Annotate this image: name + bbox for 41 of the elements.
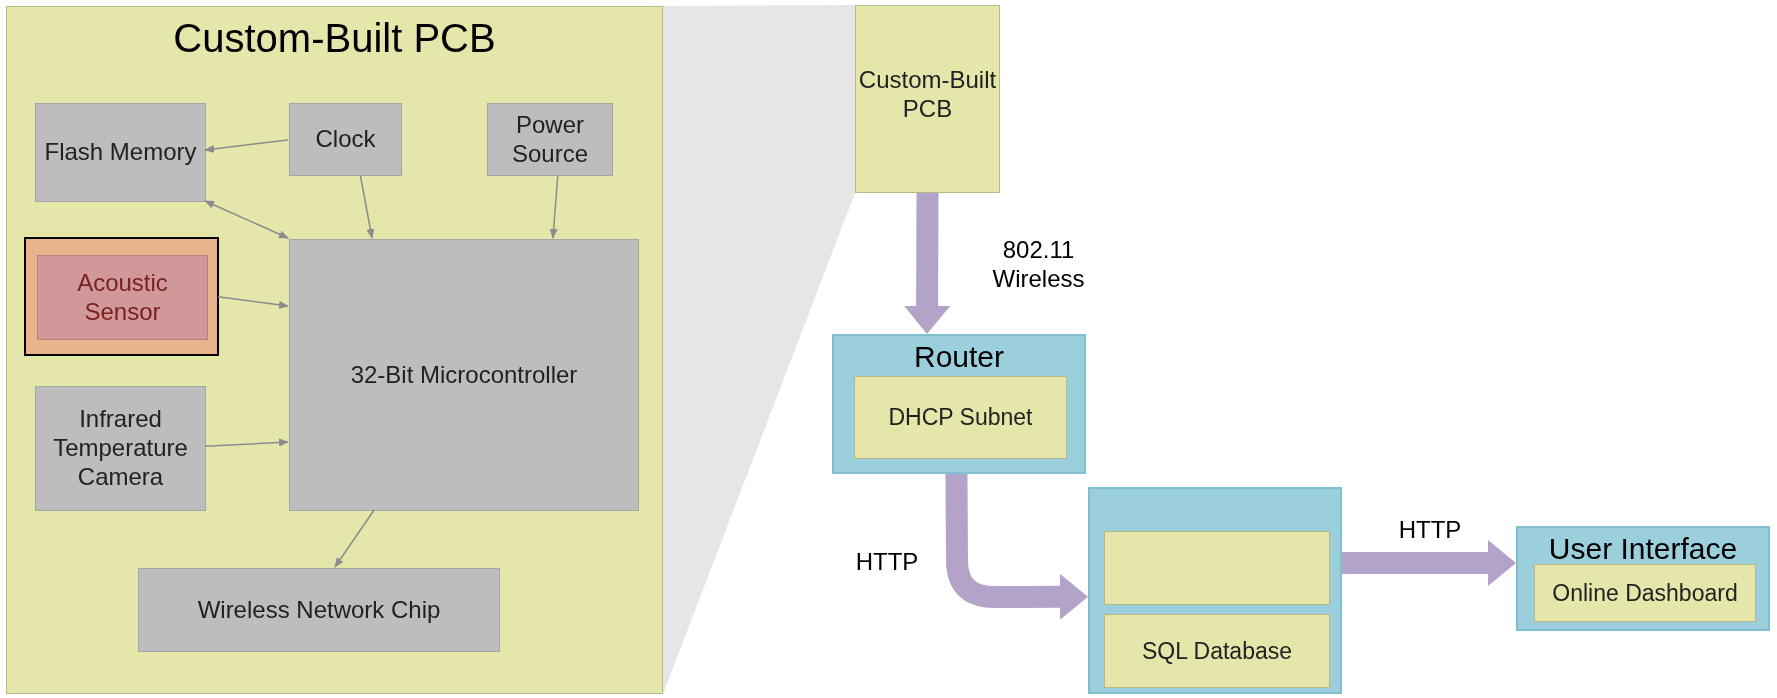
box-label: User Interface <box>1548 531 1738 567</box>
box-label: Clock <box>315 125 376 154</box>
arrow <box>204 139 289 153</box>
thick-arrow <box>1342 539 1516 586</box>
pcb-box <box>855 5 1000 193</box>
box-label: SQL Database <box>1142 637 1292 665</box>
box-label: Wireless Network Chip <box>197 595 441 625</box>
service-box <box>1104 614 1330 688</box>
arrow <box>359 174 375 239</box>
group-box <box>832 334 1086 474</box>
component-box <box>289 103 402 176</box>
component-box <box>487 103 613 176</box>
box-label: Custom-Built PCB <box>173 15 496 62</box>
component-box <box>289 239 639 511</box>
thick-arrow <box>945 473 1088 620</box>
box-label: Power Source <box>510 110 589 169</box>
box-label: 32-Bit Microcontroller <box>350 360 578 390</box>
box-label: Custom-Built PCB <box>857 66 998 124</box>
thick-arrow <box>904 192 951 334</box>
component-box <box>35 386 206 511</box>
component-box <box>138 568 500 652</box>
arrow <box>334 509 375 568</box>
service-box <box>1534 564 1756 622</box>
box-label: Flash Memory <box>44 138 197 167</box>
sensor-frame <box>24 237 219 356</box>
arrow <box>549 174 559 239</box>
group-box <box>1516 526 1770 631</box>
box-label: Online Dashboard <box>1552 579 1738 607</box>
box-label: Router <box>913 339 1004 375</box>
pcb-panel <box>6 6 663 694</box>
sensor-box <box>37 255 208 340</box>
service-box <box>854 376 1067 459</box>
box-label: DHCP Subnet <box>888 404 1033 431</box>
arrow <box>204 200 289 239</box>
box-label: Infrared Temperature Camera <box>52 405 189 492</box>
component-box <box>35 103 206 202</box>
group-box <box>1088 487 1342 694</box>
box-label: Acoustic Sensor <box>76 268 169 327</box>
arrow <box>217 295 289 309</box>
service-box <box>1104 531 1330 605</box>
arrow <box>204 438 289 447</box>
